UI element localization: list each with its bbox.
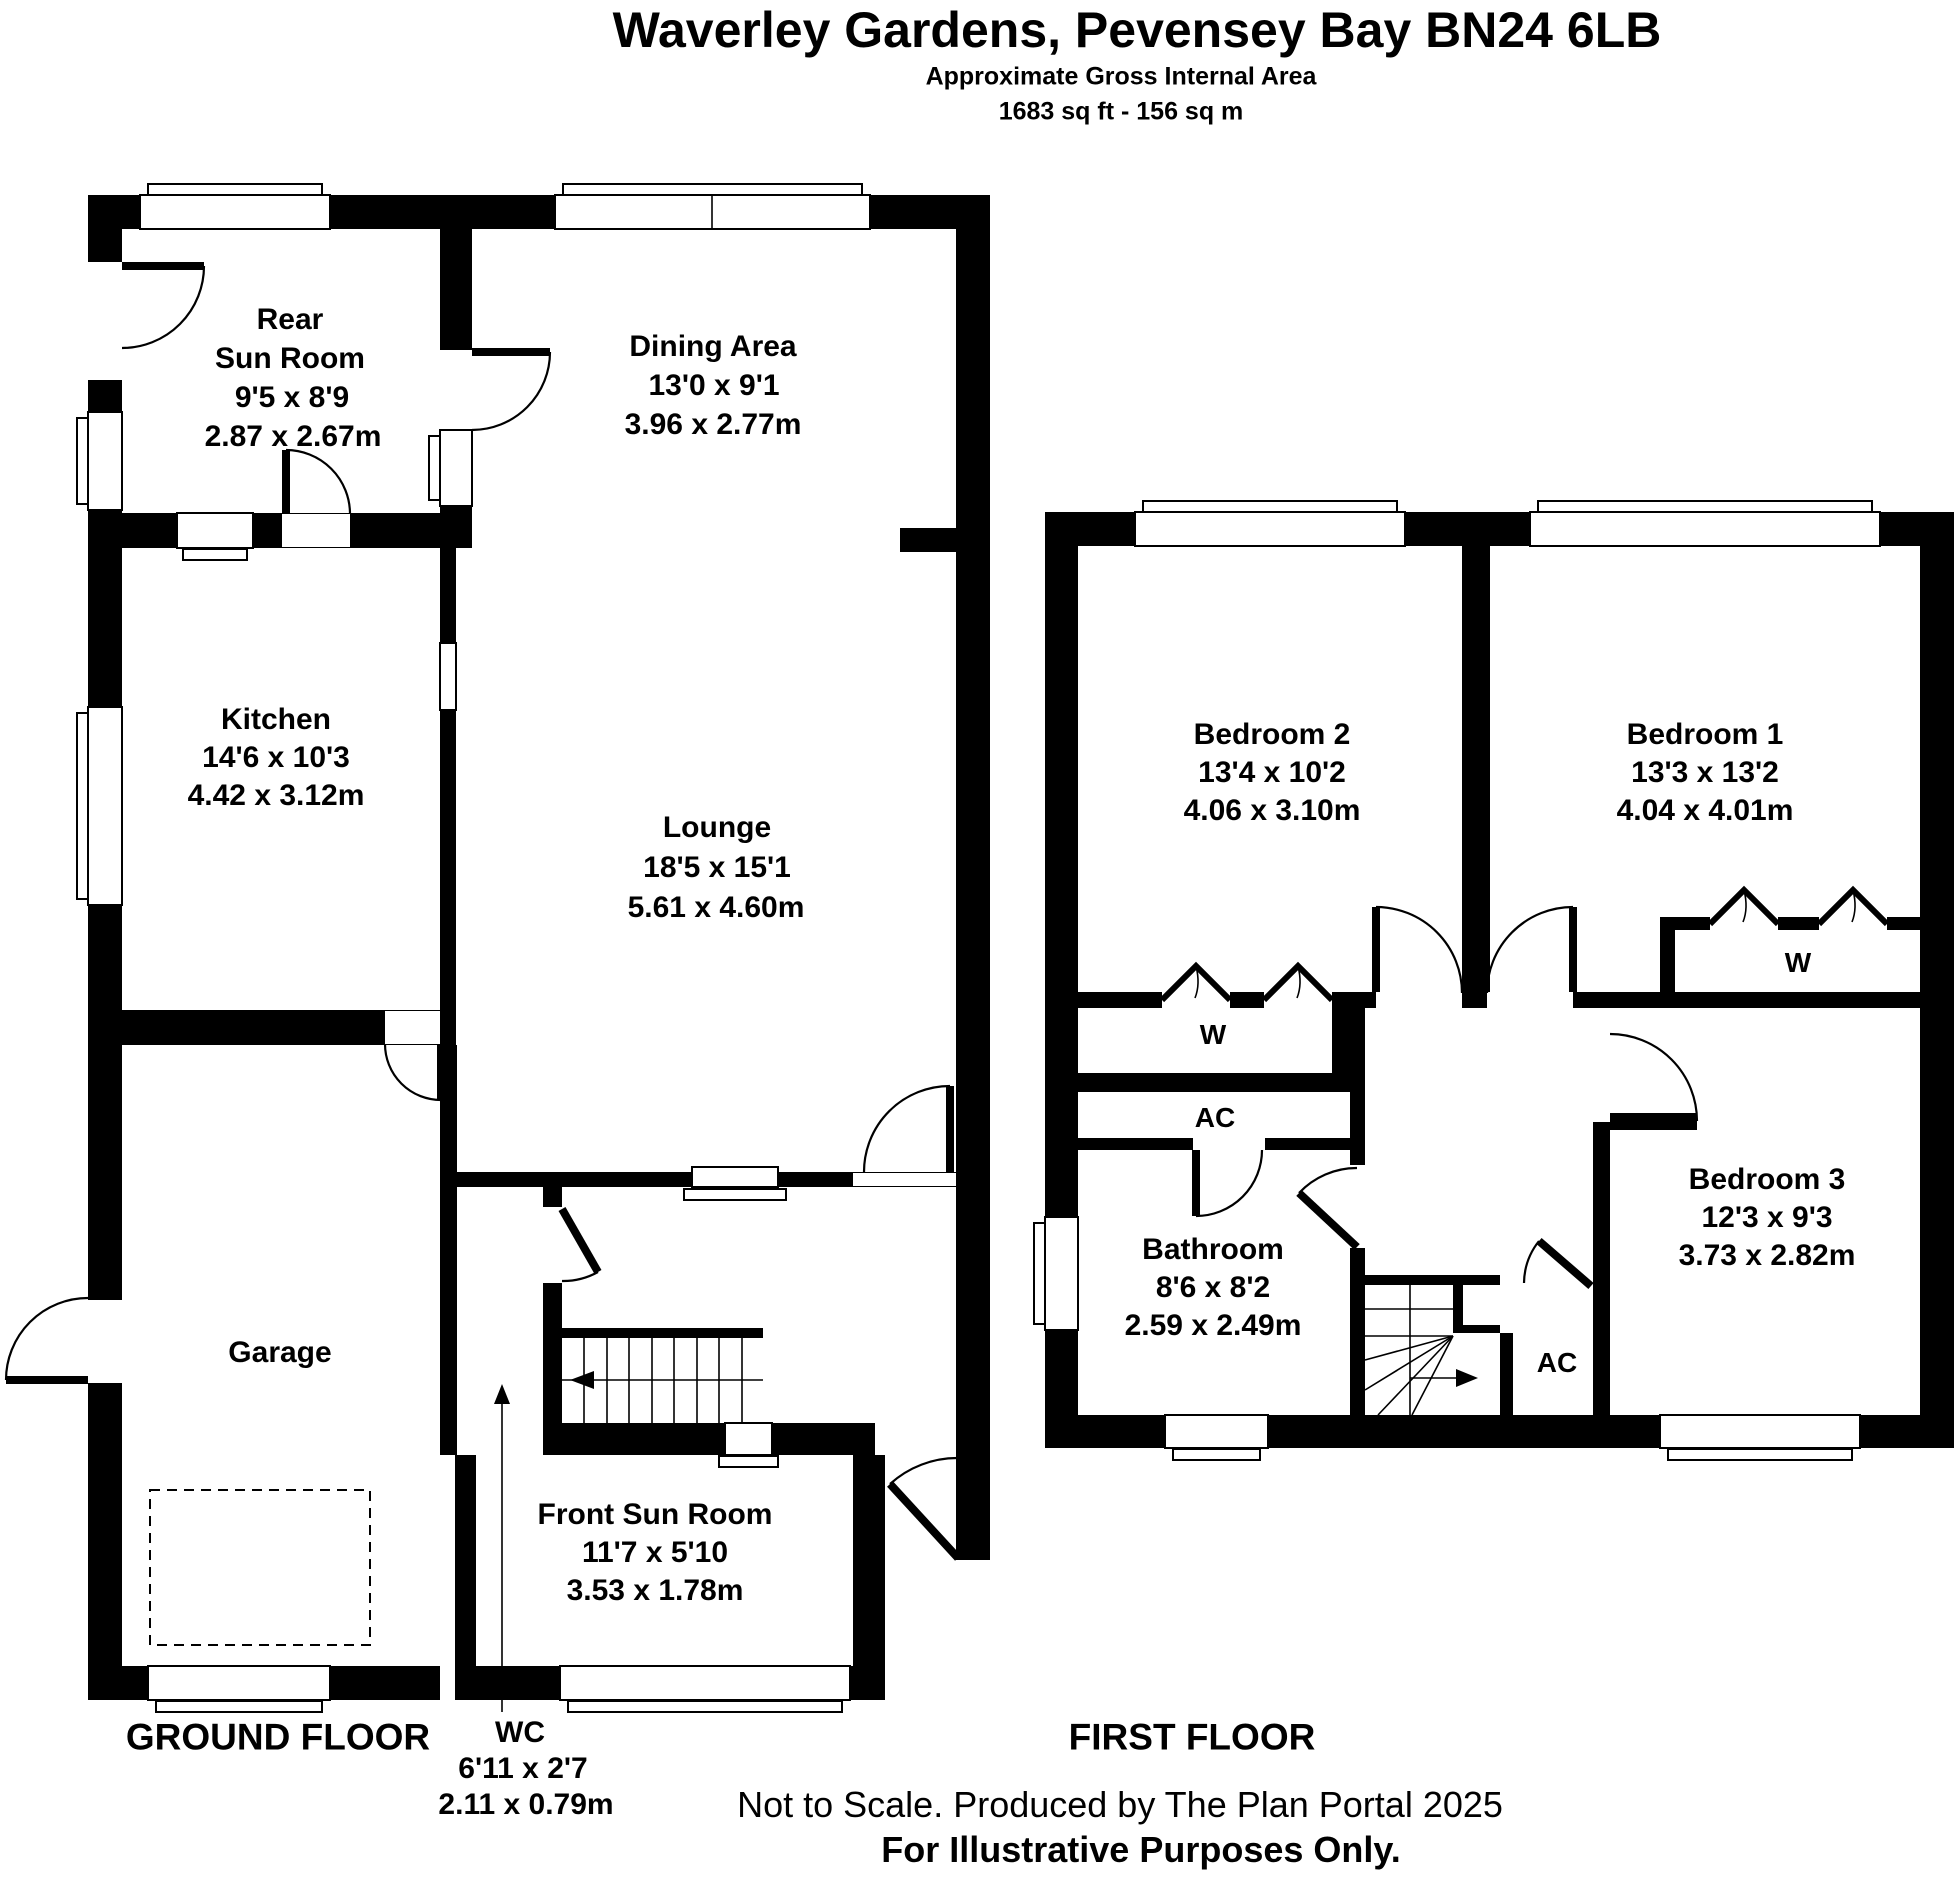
bedroom-2-label: Bedroom 2 — [1193, 718, 1351, 751]
rear-sun-room-dims-ft: 9'5 x 8'9 — [234, 381, 350, 414]
lounge-dims-ft: 18'5 x 15'1 — [643, 851, 791, 884]
footer-purpose: For Illustrative Purposes Only. — [881, 1829, 1401, 1870]
bedroom-1-label: Bedroom 1 — [1626, 718, 1784, 751]
footer-disclaimer: Not to Scale. Produced by The Plan Porta… — [737, 1784, 1503, 1825]
front-sun-room-label: Front Sun Room — [537, 1498, 773, 1531]
bedroom-2-dims-m: 4.06 x 3.10m — [1183, 794, 1361, 827]
dining-area-label: Dining Area — [629, 330, 797, 363]
bedroom-1-dims-ft: 13'3 x 13'2 — [1631, 756, 1779, 789]
ground-floor-label: GROUND FLOOR — [125, 1716, 431, 1758]
rear-sun-room-dims-m: 2.87 x 2.67m — [204, 420, 382, 453]
wardrobe-bedroom-1-label: W — [1784, 947, 1812, 978]
bathroom-label: Bathroom — [1142, 1233, 1284, 1266]
first-floor-stairs — [1364, 1285, 1478, 1416]
lounge-label: Lounge — [662, 811, 772, 844]
front-sun-room-dims-ft: 11'7 x 5'10 — [581, 1536, 729, 1569]
bedroom-3-dims-m: 3.73 x 2.82m — [1678, 1239, 1856, 1272]
first-floor-windows — [1033, 500, 1881, 1461]
garage-label: Garage — [228, 1336, 332, 1369]
bedroom-3-dims-ft: 12'3 x 9'3 — [1701, 1201, 1833, 1234]
kitchen-label: Kitchen — [220, 703, 332, 736]
wardrobe-bedroom-2-label: W — [1199, 1019, 1227, 1050]
airing-cupboard-upper-label: AC — [1194, 1102, 1236, 1133]
ground-floor-doors — [4, 262, 961, 1561]
bathroom-dims-m: 2.59 x 2.49m — [1124, 1309, 1302, 1342]
kitchen-dims-m: 4.42 x 3.12m — [187, 779, 365, 812]
page-area: 1683 sq ft - 156 sq m — [998, 97, 1244, 126]
ground-floor-door-openings — [88, 262, 956, 1383]
bedroom-3-label: Bedroom 3 — [1688, 1163, 1846, 1196]
first-floor-doors — [1192, 905, 1699, 1290]
wardrobe-bifold-doors — [1159, 885, 1890, 1008]
wc-label: WC — [495, 1716, 545, 1749]
lounge-dims-m: 5.61 x 4.60m — [627, 891, 805, 924]
front-sun-room-dims-m: 3.53 x 1.78m — [566, 1574, 744, 1607]
bedroom-1-dims-m: 4.04 x 4.01m — [1616, 794, 1794, 827]
ground-floor-stairs — [562, 1338, 763, 1423]
rear-sun-room-label-line2: Sun Room — [215, 342, 365, 375]
bathroom-dims-ft: 8'6 x 8'2 — [1155, 1271, 1271, 1304]
page-title: Waverley Gardens, Pevensey Bay BN24 6LB — [612, 2, 1662, 58]
dining-area-dims-ft: 13'0 x 9'1 — [648, 369, 780, 402]
rear-sun-room-label-line1: Rear — [256, 303, 324, 336]
page-subtitle: Approximate Gross Internal Area — [925, 62, 1317, 91]
wc-leader-line — [494, 1384, 510, 1712]
kitchen-dims-ft: 14'6 x 10'3 — [202, 741, 350, 774]
ground-floor-windows — [76, 183, 871, 1713]
dining-area-dims-m: 3.96 x 2.77m — [624, 408, 802, 441]
wc-dims-m: 2.11 x 0.79m — [438, 1788, 614, 1821]
garage-car-space-outline — [149, 1489, 371, 1646]
first-floor-label: FIRST FLOOR — [1068, 1716, 1316, 1758]
bedroom-2-dims-ft: 13'4 x 10'2 — [1198, 756, 1346, 789]
wc-dims-ft: 6'11 x 2'7 — [458, 1752, 588, 1785]
airing-cupboard-lower-label: AC — [1536, 1347, 1578, 1378]
